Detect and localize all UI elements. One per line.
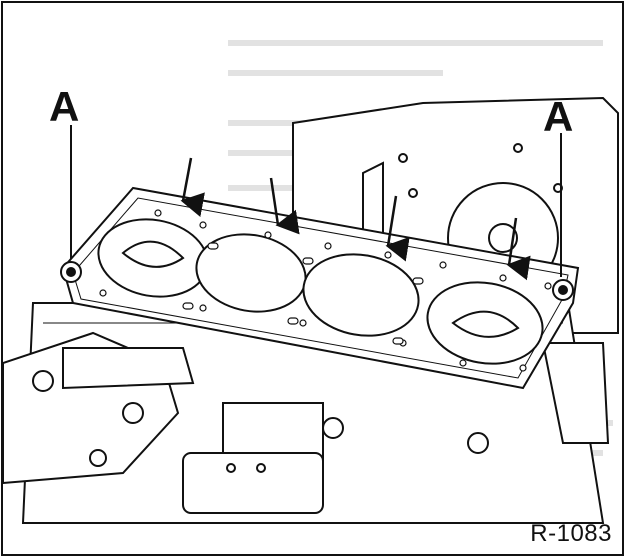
pointer-arrow-3 [385, 195, 410, 262]
callout-label-left: A [49, 83, 79, 130]
pointer-arrow-1 [180, 157, 205, 217]
pointer-arrow-4 [506, 217, 531, 281]
figure-reference-code: R-1083 [530, 520, 612, 547]
pointer-arrow-2 [269, 177, 300, 235]
front-ancillary-bracket [3, 331, 324, 514]
locating-dowel-left [60, 261, 82, 283]
locating-dowel-right [552, 279, 574, 301]
cylinder-head-gasket [61, 186, 580, 390]
pointer-arrows [180, 157, 531, 281]
engine-block-illustration: A A [3, 40, 619, 524]
callout-label-right: A [543, 93, 573, 140]
